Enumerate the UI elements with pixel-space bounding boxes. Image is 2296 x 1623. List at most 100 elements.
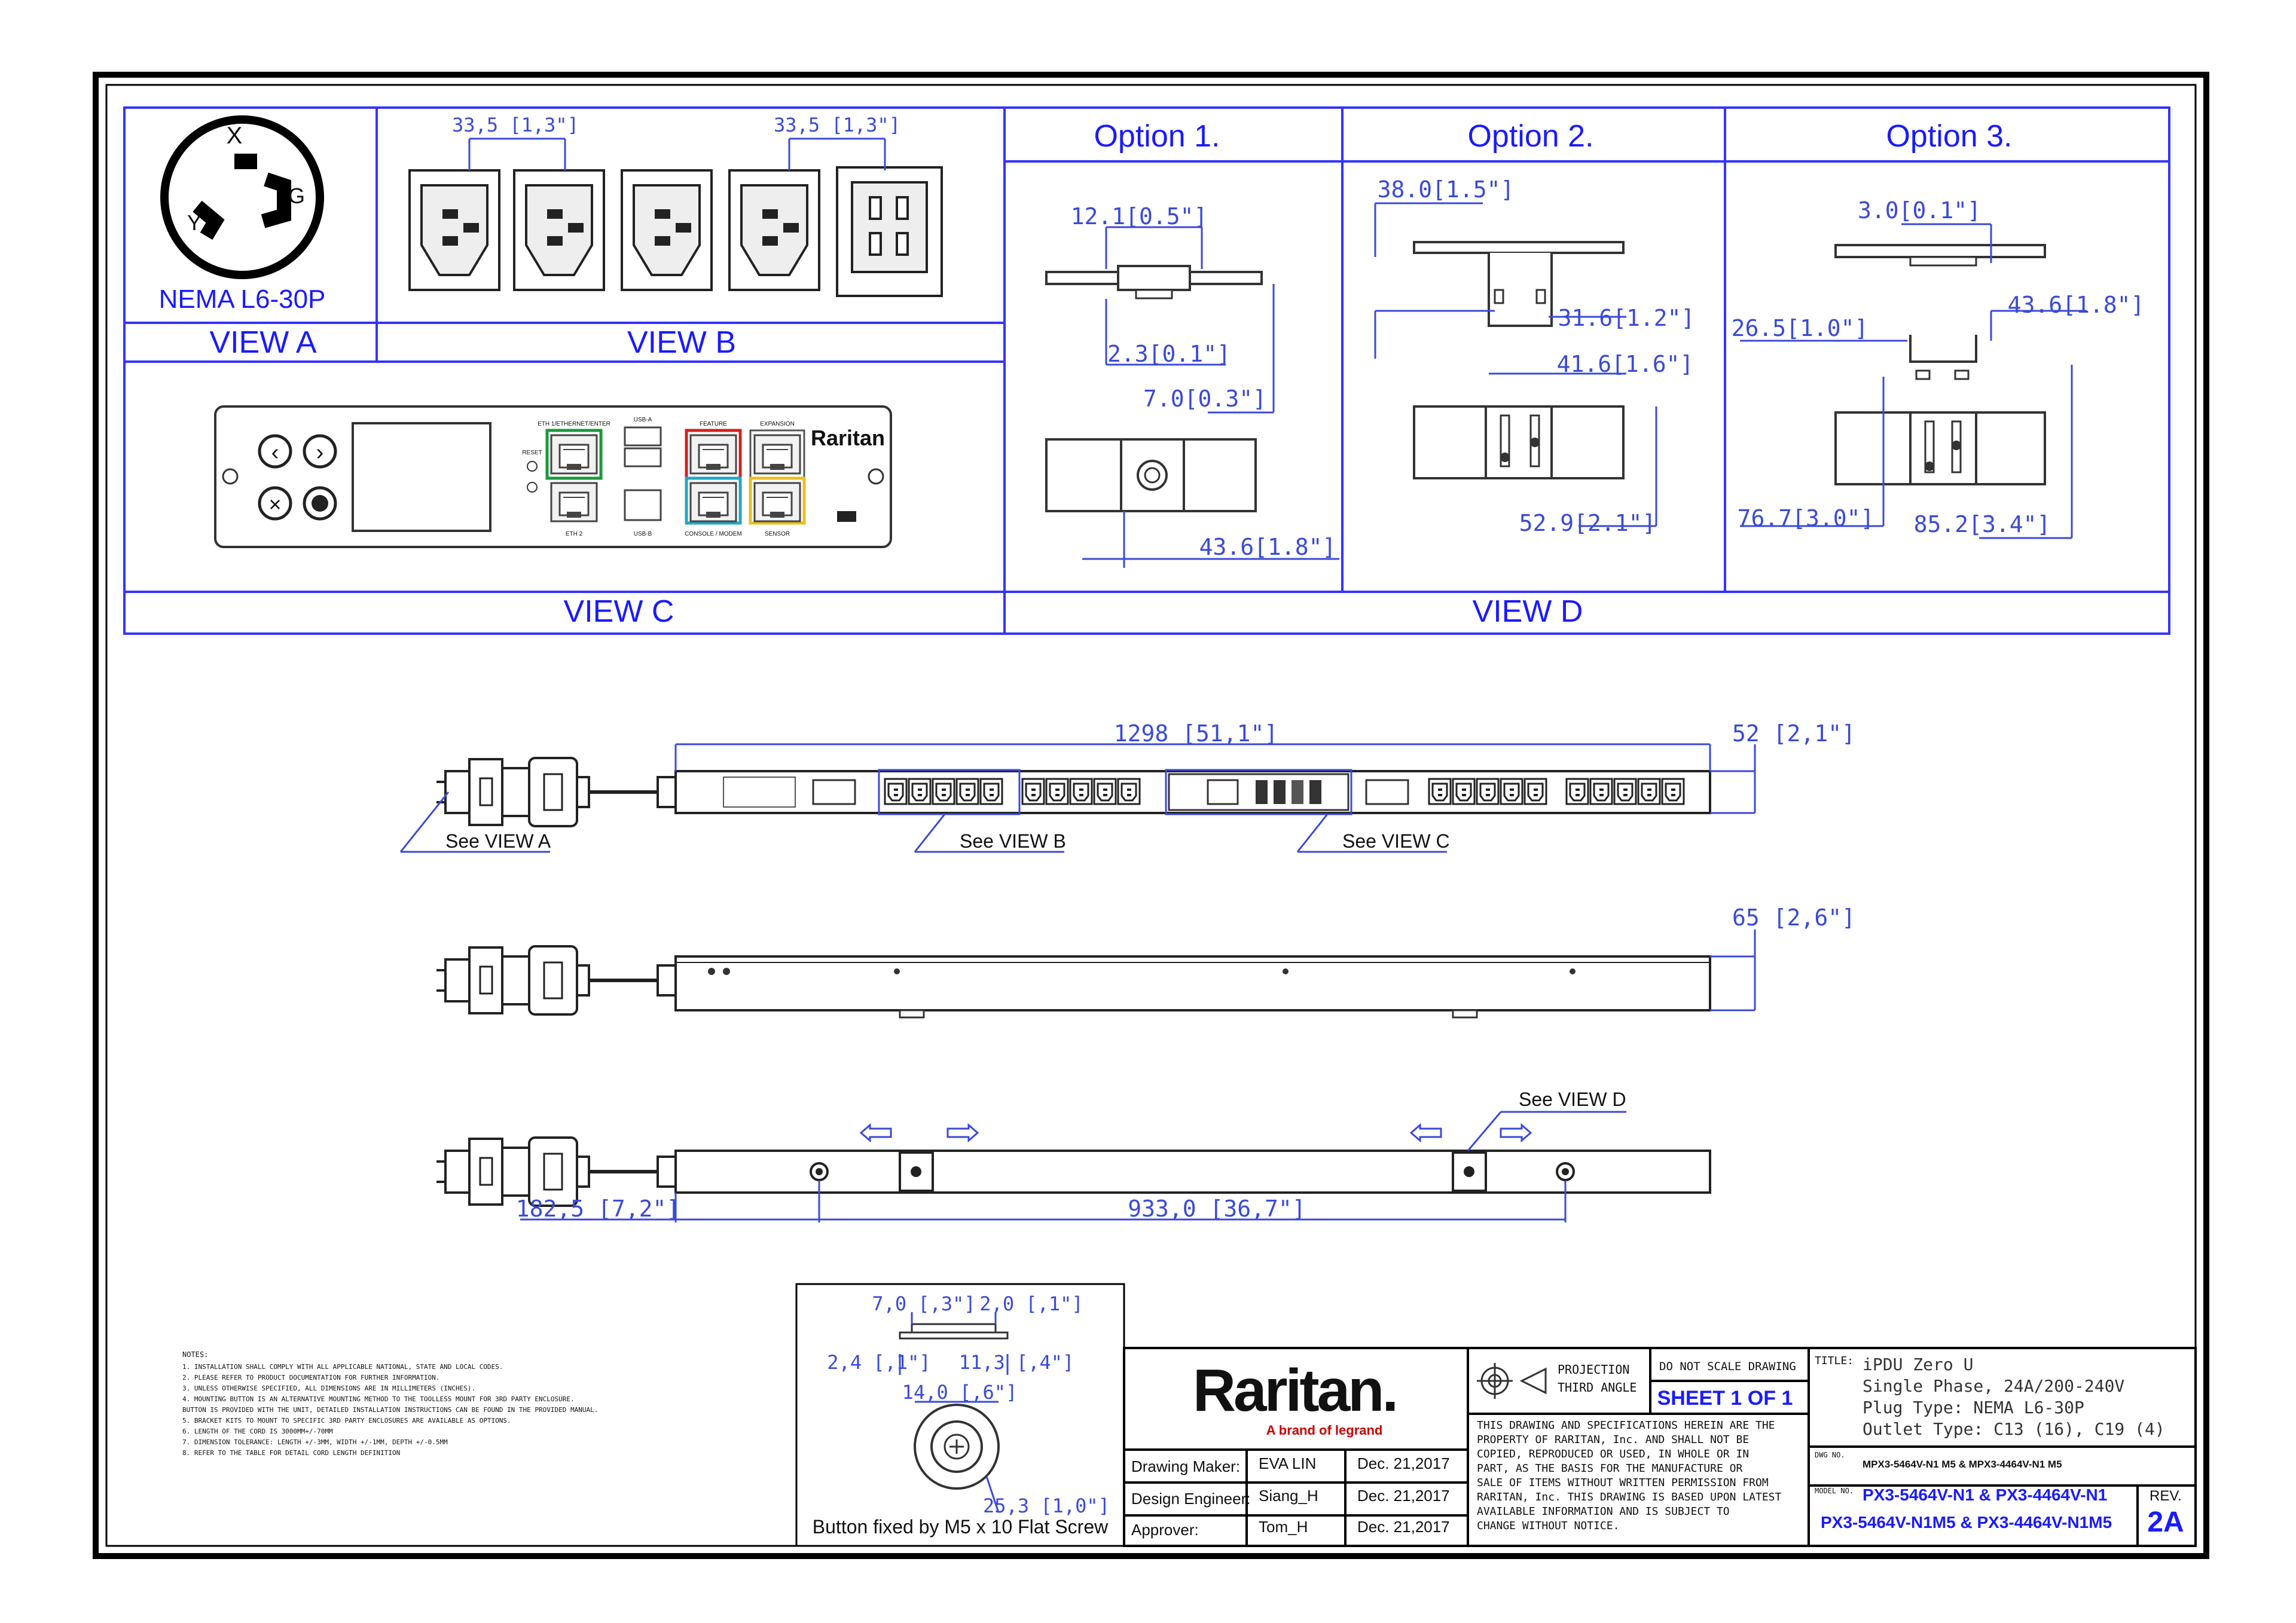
option-1-title: Option 1. bbox=[1094, 119, 1220, 154]
close-icon: × bbox=[268, 492, 281, 516]
model-line: PX3-5464V-N1M5 & PX3-4464V-N1M5 bbox=[1821, 1513, 2112, 1532]
left-arrow-button bbox=[258, 434, 292, 469]
name-drawing-maker: EVA LIN bbox=[1259, 1454, 1316, 1472]
opt2-dim-2: 31.6[1.2"] bbox=[1558, 305, 1695, 331]
model-line: PX3-5464V-N1 & PX3-4464V-N1 bbox=[1863, 1486, 2107, 1504]
depth-dim: 65 [2,6"] bbox=[1732, 904, 1855, 931]
btn-dim-1: 7,0 [,3"] bbox=[872, 1292, 975, 1315]
button-caption: Button fixed by M5 x 10 Flat Screw bbox=[813, 1516, 1109, 1538]
date-design-engineer: Dec. 21,2017 bbox=[1357, 1487, 1450, 1505]
pin-x-label: X bbox=[227, 123, 243, 149]
sheet-number: SHEET 1 OF 1 bbox=[1657, 1387, 1793, 1410]
c19-outlet bbox=[836, 166, 943, 297]
role-drawing-maker: Drawing Maker: bbox=[1131, 1457, 1240, 1475]
note-item: BUTTON IS PROVIDED WITH THE UNIT, DETAIL… bbox=[182, 1406, 598, 1414]
note-item: 6. LENGTH OF THE CORD IS 3000MM+/-70MM bbox=[182, 1428, 333, 1435]
btn-dim-2: 2,0 [,1"] bbox=[979, 1292, 1083, 1315]
disclaimer-line: AVAILABLE INFORMATION AND IS SUBJECT TO bbox=[1477, 1505, 1730, 1518]
length-dim: 1298 [51,1"] bbox=[1114, 720, 1278, 747]
reset-label: RESET bbox=[522, 450, 542, 456]
date-approver: Dec. 21,2017 bbox=[1357, 1518, 1450, 1536]
note-item: 4. MOUNTING BUTTON IS AN ALTERNATIVE MOU… bbox=[182, 1395, 575, 1403]
opt2-dim-4: 52.9[2.1"] bbox=[1519, 510, 1656, 536]
usb-a-label: USB-A bbox=[634, 417, 652, 423]
c13-outlet bbox=[513, 169, 605, 291]
opt2-dim-1: 38.0[1.5"] bbox=[1378, 176, 1515, 203]
offset-dim: 182,5 [7,2"] bbox=[516, 1196, 680, 1222]
sensor-label: SENSOR bbox=[765, 531, 790, 537]
disclaimer-line: COPIED, REPRODUCED OR USED, IN WHOLE OR … bbox=[1477, 1448, 1749, 1460]
view-b-dim-2: 33,5 [1,3"] bbox=[774, 114, 900, 136]
controller-panel: ‹ › × RESET ETH 1/ETHERNET/ENTER ETH 2 U… bbox=[214, 405, 892, 548]
note-item: 7. DIMENSION TOLERANCE: LENGTH +/-3MM, W… bbox=[182, 1438, 448, 1446]
note-item: 5. BRACKET KITS TO MOUNT TO SPECIFIC 3RD… bbox=[182, 1417, 511, 1425]
notes-heading: NOTES: bbox=[182, 1350, 208, 1359]
disclaimer-line: SALE OF ITEMS WITHOUT WRITTEN PERMISSION… bbox=[1477, 1477, 1769, 1489]
right-arrow-icon: › bbox=[316, 440, 324, 465]
console-label: CONSOLE / MODEM bbox=[685, 531, 742, 537]
opt1-dim-3: 7.0[0.3"] bbox=[1143, 386, 1266, 412]
option-3-title: Option 3. bbox=[1886, 119, 2012, 154]
notes-block: NOTES: 1. INSTALLATION SHALL COMPLY WITH… bbox=[182, 1350, 598, 1457]
pin-y-label: Y bbox=[187, 210, 201, 235]
title-line: Single Phase, 24A/200-240V bbox=[1863, 1376, 2124, 1396]
title-line: Plug Type: NEMA L6-30P bbox=[1863, 1398, 2084, 1417]
feature-label: FEATURE bbox=[700, 421, 727, 427]
dwg-number: MPX3-5464V-N1 M5 & MPX3-4464V-N1 M5 bbox=[1863, 1459, 2062, 1470]
plug-name: NEMA L6-30P bbox=[159, 285, 326, 314]
opt2-dim-3: 41.6[1.6"] bbox=[1557, 351, 1694, 377]
title-line: Outlet Type: C13 (16), C19 (4) bbox=[1863, 1419, 2165, 1439]
opt3-dim-1: 3.0[0.1"] bbox=[1858, 197, 1981, 224]
title-block: Raritan. A brand of legrand Drawing Make… bbox=[1123, 1347, 2197, 1547]
view-b-label: VIEW B bbox=[627, 325, 736, 360]
opt3-dim-5: 85.2[3.4"] bbox=[1914, 511, 2051, 537]
note-item: 3. UNLESS OTHERWISE SPECIFIED, ALL DIMEN… bbox=[182, 1384, 475, 1392]
usb-b-label: USB-B bbox=[634, 531, 652, 537]
option-2-title: Option 2. bbox=[1467, 119, 1593, 154]
rev-label: REV. bbox=[2150, 1488, 2182, 1504]
expansion-label: EXPANSION bbox=[760, 421, 795, 427]
btn-dim-6: 25,3 [1,0"] bbox=[983, 1494, 1110, 1517]
option-1-bracket: 12.1[0.5"] 2.3[0.1"] 7.0[0.3"] 43.6[1.8"… bbox=[1045, 203, 1339, 568]
sheet-border bbox=[93, 72, 2209, 1559]
spacing-dim: 933,0 [36,7"] bbox=[1128, 1196, 1305, 1222]
pdu-front-view: 1298 [51,1"] 52 [2,1"] See VIEW A See VI… bbox=[399, 720, 1855, 853]
left-arrow-icon: ‹ bbox=[271, 440, 279, 465]
opt1-dim-1: 12.1[0.5"] bbox=[1071, 203, 1208, 230]
btn-dim-5: 14,0 [,6"] bbox=[902, 1381, 1018, 1404]
see-view-b: See VIEW B bbox=[960, 830, 1066, 852]
disclaimer-line: CHANGE WITHOUT NOTICE. bbox=[1477, 1520, 1619, 1532]
do-not-scale: DO NOT SCALE DRAWING bbox=[1659, 1360, 1796, 1373]
opt3-dim-4: 76.7[3.0"] bbox=[1738, 505, 1874, 531]
third-angle-projection-icon bbox=[1477, 1363, 1547, 1399]
pin-g-label: G bbox=[288, 184, 305, 208]
view-b-outlets: 33,5 [1,3"] 33,5 [1,3"] bbox=[408, 114, 943, 297]
model-label: MODEL NO. bbox=[1815, 1487, 1854, 1495]
opt3-dim-2: 43.6[1.8"] bbox=[2008, 292, 2145, 318]
top-view-grid bbox=[123, 106, 2170, 635]
view-a-label: VIEW A bbox=[209, 325, 316, 360]
role-approver: Approver: bbox=[1131, 1521, 1199, 1539]
iot-icon bbox=[837, 511, 856, 522]
date-drawing-maker: Dec. 21,2017 bbox=[1357, 1454, 1450, 1472]
name-design-engineer: Siang_H bbox=[1259, 1487, 1318, 1505]
view-b-dim-1: 33,5 [1,3"] bbox=[452, 114, 579, 136]
name-approver: Tom_H bbox=[1259, 1518, 1308, 1536]
btn-dim-3: 2,4 [,1"] bbox=[827, 1351, 930, 1374]
projection-label: PROJECTION bbox=[1558, 1362, 1629, 1377]
pdu-side-view: 65 [2,6"] bbox=[435, 904, 1855, 1019]
legrand-tagline: A brand of legrand bbox=[1266, 1423, 1383, 1438]
raritan-logo: Raritan. bbox=[1193, 1357, 1396, 1424]
lcd-display bbox=[352, 422, 491, 532]
title-line: iPDU Zero U bbox=[1863, 1355, 1973, 1374]
third-angle-label: THIRD ANGLE bbox=[1558, 1380, 1636, 1395]
view-c-label: VIEW C bbox=[564, 594, 674, 629]
disclaimer-line: RARITAN, Inc. THIS DRAWING IS BASED UPON… bbox=[1477, 1491, 1781, 1503]
controller-brand: Raritan bbox=[811, 426, 885, 450]
rev-value: 2A bbox=[2147, 1506, 2184, 1538]
c13-outlet bbox=[728, 169, 820, 291]
disclaimer-line: PROPERTY OF RARITAN, Inc. AND SHALL NOT … bbox=[1477, 1434, 1749, 1446]
disclaimer-line: PART, AS THE BASIS FOR THE MANUFACTURE O… bbox=[1477, 1462, 1742, 1475]
inner-border bbox=[105, 84, 2197, 1547]
